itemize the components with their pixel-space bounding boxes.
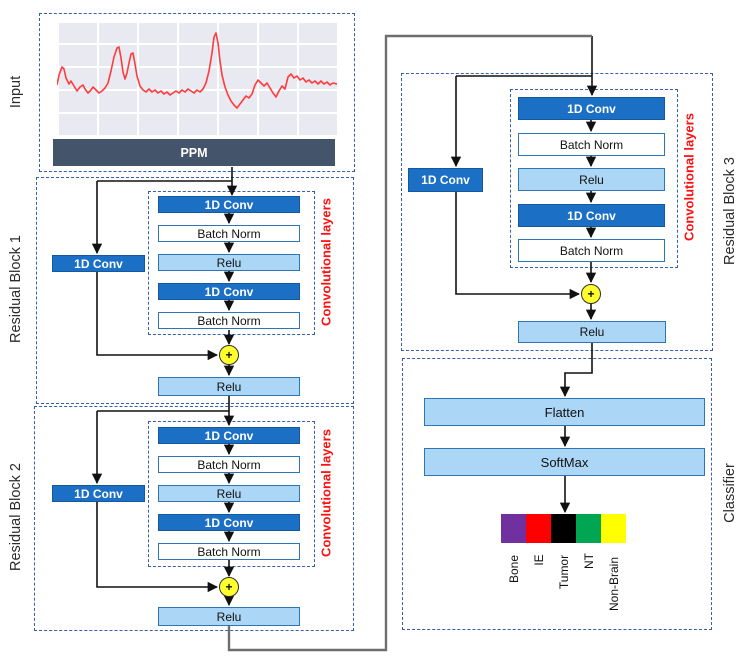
class-swatch-tumor: [551, 514, 576, 543]
class-label-nonbrain: Non-Brain: [607, 556, 621, 612]
shortcut-conv-2: 1D Conv: [52, 485, 145, 502]
input-block-label: Input: [8, 75, 24, 109]
ppm-axis-bar: PPM: [53, 139, 335, 166]
residual-block-3-label: Residual Block 3: [722, 157, 738, 265]
class-swatch-ie: [526, 514, 551, 543]
layer-row: Batch Norm: [518, 239, 665, 262]
layer-row: Relu: [518, 168, 665, 191]
classifier-label: Classifier: [722, 463, 738, 523]
softmax-layer: SoftMax: [424, 448, 705, 476]
layer-row: Batch Norm: [158, 543, 300, 560]
relu-output-1: Relu: [158, 377, 300, 396]
layer-row: Batch Norm: [158, 225, 300, 242]
class-label-tumor: Tumor: [557, 554, 571, 590]
layer-row: 1D Conv: [158, 514, 300, 531]
conv-layers-label-1: Convolutional layers: [318, 198, 334, 326]
class-label-bone: Bone: [507, 554, 521, 584]
residual-block-1-label: Residual Block 1: [8, 235, 24, 343]
shortcut-conv-3: 1D Conv: [408, 168, 483, 192]
conv-layers-label-2: Convolutional layers: [318, 429, 334, 557]
add-node-2: +: [219, 577, 239, 597]
layer-row: Batch Norm: [158, 456, 300, 473]
class-swatch-bone: [501, 514, 526, 543]
layer-row: Batch Norm: [158, 312, 300, 329]
residual-block-2-label: Residual Block 2: [8, 463, 24, 571]
layer-row: 1D Conv: [158, 427, 300, 444]
relu-output-2: Relu: [158, 607, 300, 626]
shortcut-conv-1: 1D Conv: [52, 255, 145, 272]
relu-output-3: Relu: [518, 321, 666, 343]
conv-layers-label-3: Convolutional layers: [681, 113, 697, 241]
layer-row: Batch Norm: [518, 133, 665, 156]
class-label-ie: IE: [532, 554, 546, 566]
spectrum-plot-svg: [57, 32, 337, 109]
flatten-layer: Flatten: [424, 398, 705, 426]
spectrum-plot: [57, 23, 337, 137]
layer-row: 1D Conv: [158, 196, 300, 213]
layer-row: Relu: [158, 254, 300, 271]
class-label-nt: NT: [582, 553, 596, 569]
class-swatch-nonbrain: [601, 514, 626, 543]
add-node-1: +: [219, 345, 239, 365]
layer-row: 1D Conv: [518, 97, 665, 120]
layer-row: 1D Conv: [518, 204, 665, 227]
class-swatch-nt: [576, 514, 601, 543]
layer-row: 1D Conv: [158, 283, 300, 300]
layer-row: Relu: [158, 485, 300, 502]
add-node-3: +: [581, 284, 601, 304]
spectrum-line: [57, 32, 337, 109]
